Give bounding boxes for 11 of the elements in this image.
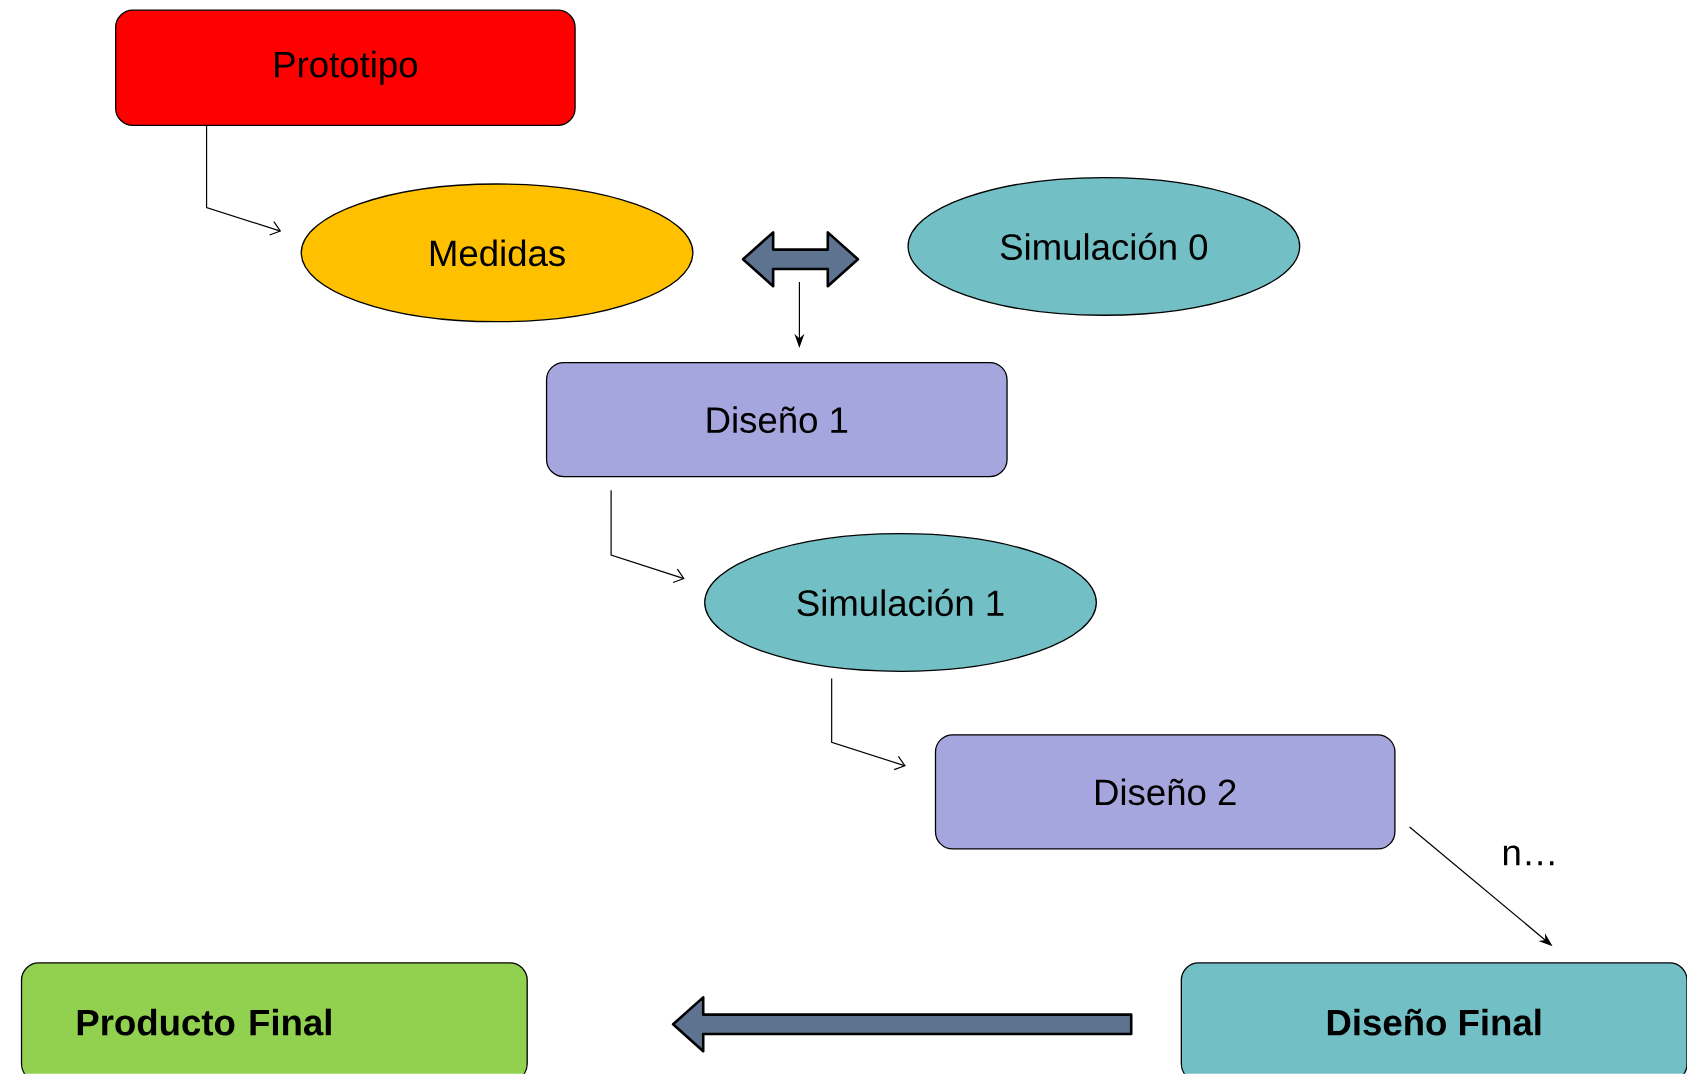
- block-arrow: [741, 231, 860, 288]
- process-box: Diseño Final: [1180, 962, 1687, 1074]
- block-arrow: [671, 996, 1133, 1053]
- arrow: [831, 678, 906, 771]
- process-box: Diseño 2: [934, 734, 1396, 850]
- edge-label: n…: [1500, 844, 1560, 867]
- process-box: Producto Final: [20, 962, 528, 1074]
- arrow: [206, 125, 282, 236]
- arrow: [610, 489, 685, 584]
- process-box: Diseño 1: [545, 362, 1008, 478]
- process-box: Prototipo: [115, 9, 576, 127]
